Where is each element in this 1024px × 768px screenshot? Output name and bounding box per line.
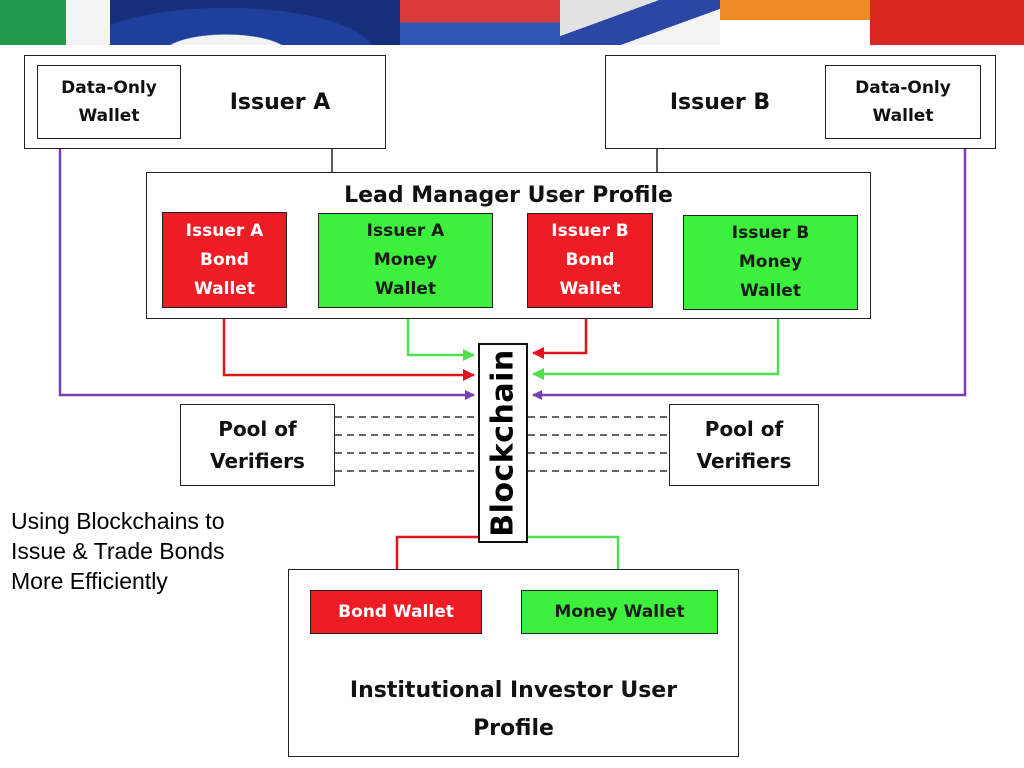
- verifiers-right-box: [669, 404, 819, 486]
- money-arrow-a: [406, 308, 475, 361]
- verifiers-left-label: Pool of Verifiers: [210, 417, 305, 473]
- issuer-a-title: Issuer A: [229, 89, 331, 115]
- issuer-a-data-wallet: [37, 65, 181, 139]
- issuer-a-data-wallet-label: Data-Only Wallet: [61, 78, 157, 126]
- issuer-b-title: Issuer B: [669, 89, 771, 115]
- verifiers-right-label: Pool of Verifiers: [696, 417, 792, 473]
- blockchain-label: Blockchain: [485, 349, 521, 537]
- lead-manager-title: Lead Manager User Profile: [344, 182, 673, 208]
- data-arrow-b: [532, 140, 967, 400]
- issuer-b-data-wallet-label: Data-Only Wallet: [855, 78, 951, 126]
- issuer-b-bond-wallet: Issuer B Bond Wallet: [527, 213, 653, 308]
- data-arrow-a: [58, 140, 475, 400]
- blockchain-box: [478, 343, 528, 543]
- issuer-b-data-wallet: [825, 65, 981, 139]
- flag-china: [870, 0, 1024, 45]
- flags-banner: [0, 0, 1024, 45]
- flag-striped: [400, 0, 560, 45]
- investor-money-wallet: Money Wallet: [521, 590, 718, 634]
- verifiers-left-box: [180, 404, 335, 486]
- issuer-a-bond-wallet: Issuer A Bond Wallet: [162, 212, 287, 308]
- slide-caption: Using Blockchains to Issue & Trade Bonds…: [11, 508, 225, 594]
- bond-arrow-a: [222, 308, 475, 381]
- bond-arrow-b: [532, 308, 588, 359]
- flag-russia: [560, 0, 720, 45]
- flag-india: [720, 0, 870, 45]
- investor-title: Institutional Investor User Profile: [349, 678, 678, 741]
- investor-bond-wallet: Bond Wallet: [310, 590, 482, 634]
- flag-brazil: [110, 0, 400, 45]
- issuer-b-money-wallet: Issuer B Money Wallet: [683, 215, 858, 310]
- issuer-a-money-wallet: Issuer A Money Wallet: [318, 213, 493, 308]
- money-arrow-b: [532, 308, 780, 380]
- flag-nigeria: [0, 0, 110, 45]
